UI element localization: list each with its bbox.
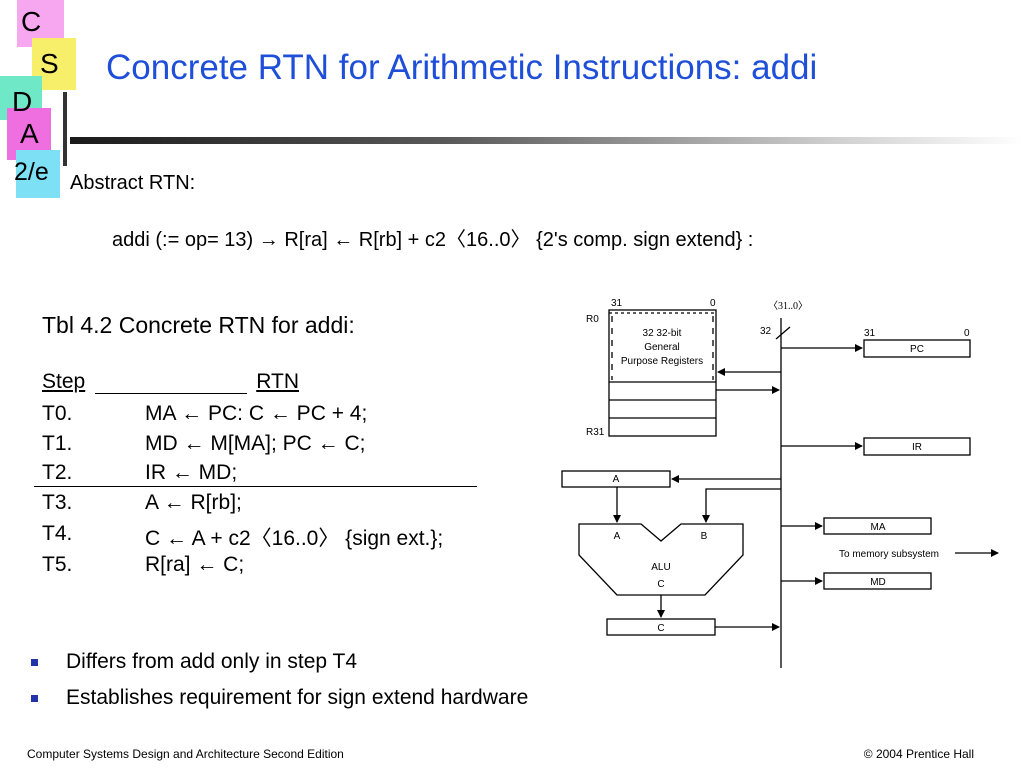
logo-letter-a: A	[20, 118, 39, 149]
bullet-marker	[31, 659, 38, 666]
abstract-rtn-heading: Abstract RTN:	[70, 172, 196, 194]
table-row-rtn: A ← R[rb];	[145, 491, 242, 514]
md-label: MD	[870, 577, 886, 588]
table-title: Tbl 4.2 Concrete RTN for addi:	[42, 312, 355, 338]
regfile-bit-high-label: 31	[611, 298, 623, 309]
table-header-step: Step	[42, 370, 86, 393]
table-header-rtn: RTN	[95, 370, 299, 394]
bullet-item: Establishes requirement for sign extend …	[66, 686, 529, 709]
abstract-rtn-expression: addi (:= op= 13) → R[ra] ← R[rb] + c2〈16…	[112, 229, 754, 251]
table-row-step: T0.	[42, 402, 73, 425]
table-row-step: T2.	[42, 461, 73, 484]
table-row-step: T3.	[42, 491, 73, 514]
bus-range-label: 〈31..0〉	[768, 300, 808, 312]
c-register-label: C	[657, 623, 664, 634]
pc-label: PC	[910, 344, 924, 355]
md-register	[823, 572, 932, 590]
table-row-rtn: MD ← M[MA]; PC ← C;	[145, 432, 366, 455]
alu-label: ALU	[651, 562, 670, 573]
page-title: Concrete RTN for Arithmetic Instructions…	[106, 48, 818, 87]
pc-bit-high-label: 31	[864, 328, 876, 339]
logo-letter-c: C	[21, 6, 42, 37]
table-row-step: T4.	[42, 522, 73, 545]
logo-divider	[63, 92, 67, 166]
logo-letter-d: D	[12, 86, 33, 117]
table-divider	[34, 486, 477, 487]
table-header-underline-fill	[95, 393, 247, 394]
ma-register	[823, 517, 932, 535]
ma-label: MA	[871, 522, 886, 533]
table-row-step: T1.	[42, 432, 73, 455]
alu	[578, 523, 744, 596]
bus-width-slash	[775, 326, 791, 340]
bus-to-alu-b-wire	[702, 488, 781, 523]
register-file	[608, 309, 717, 437]
table-header-rtn-text: RTN	[256, 370, 299, 393]
alu-output-label: C	[657, 579, 664, 590]
logo-letter-s: S	[40, 48, 59, 79]
bullet-marker	[31, 695, 38, 702]
table-row-rtn: MA ← PC: C ← PC + 4;	[145, 402, 368, 425]
a-register	[561, 470, 671, 488]
regfile-label-line1: 32 32-bit	[643, 328, 682, 339]
table-row-rtn: R[ra] ← C;	[145, 553, 245, 576]
memory-label: To memory subsystem	[839, 549, 939, 560]
alu-input-a-label: A	[614, 531, 621, 542]
table-row-step: T5.	[42, 553, 73, 576]
logo-letter-2e: 2/e	[14, 158, 49, 186]
ir-label: IR	[912, 442, 922, 453]
footer-left: Computer Systems Design and Architecture…	[27, 747, 344, 761]
r0-label: R0	[586, 314, 599, 325]
regfile-label-line3: Purpose Registers	[621, 356, 703, 367]
bus-width-label: 32	[760, 326, 772, 337]
logo-block-cyan	[16, 150, 60, 198]
r31-label: R31	[586, 427, 605, 438]
table-row-rtn: C ← A + c2〈16..0〉 {sign ext.};	[145, 527, 444, 550]
pc-register	[863, 339, 971, 358]
regfile-bit-low-label: 0	[710, 298, 716, 309]
ir-register	[863, 437, 971, 456]
bullet-item: Differs from add only in step T4	[66, 650, 358, 673]
pc-bit-low-label: 0	[964, 328, 970, 339]
a-register-label: A	[613, 474, 620, 485]
title-rule	[70, 137, 1024, 144]
table-row-rtn: IR ← MD;	[145, 461, 238, 484]
regfile-label-line2: General	[644, 342, 680, 353]
alu-input-b-label: B	[701, 531, 708, 542]
footer-right: © 2004 Prentice Hall	[863, 747, 974, 761]
